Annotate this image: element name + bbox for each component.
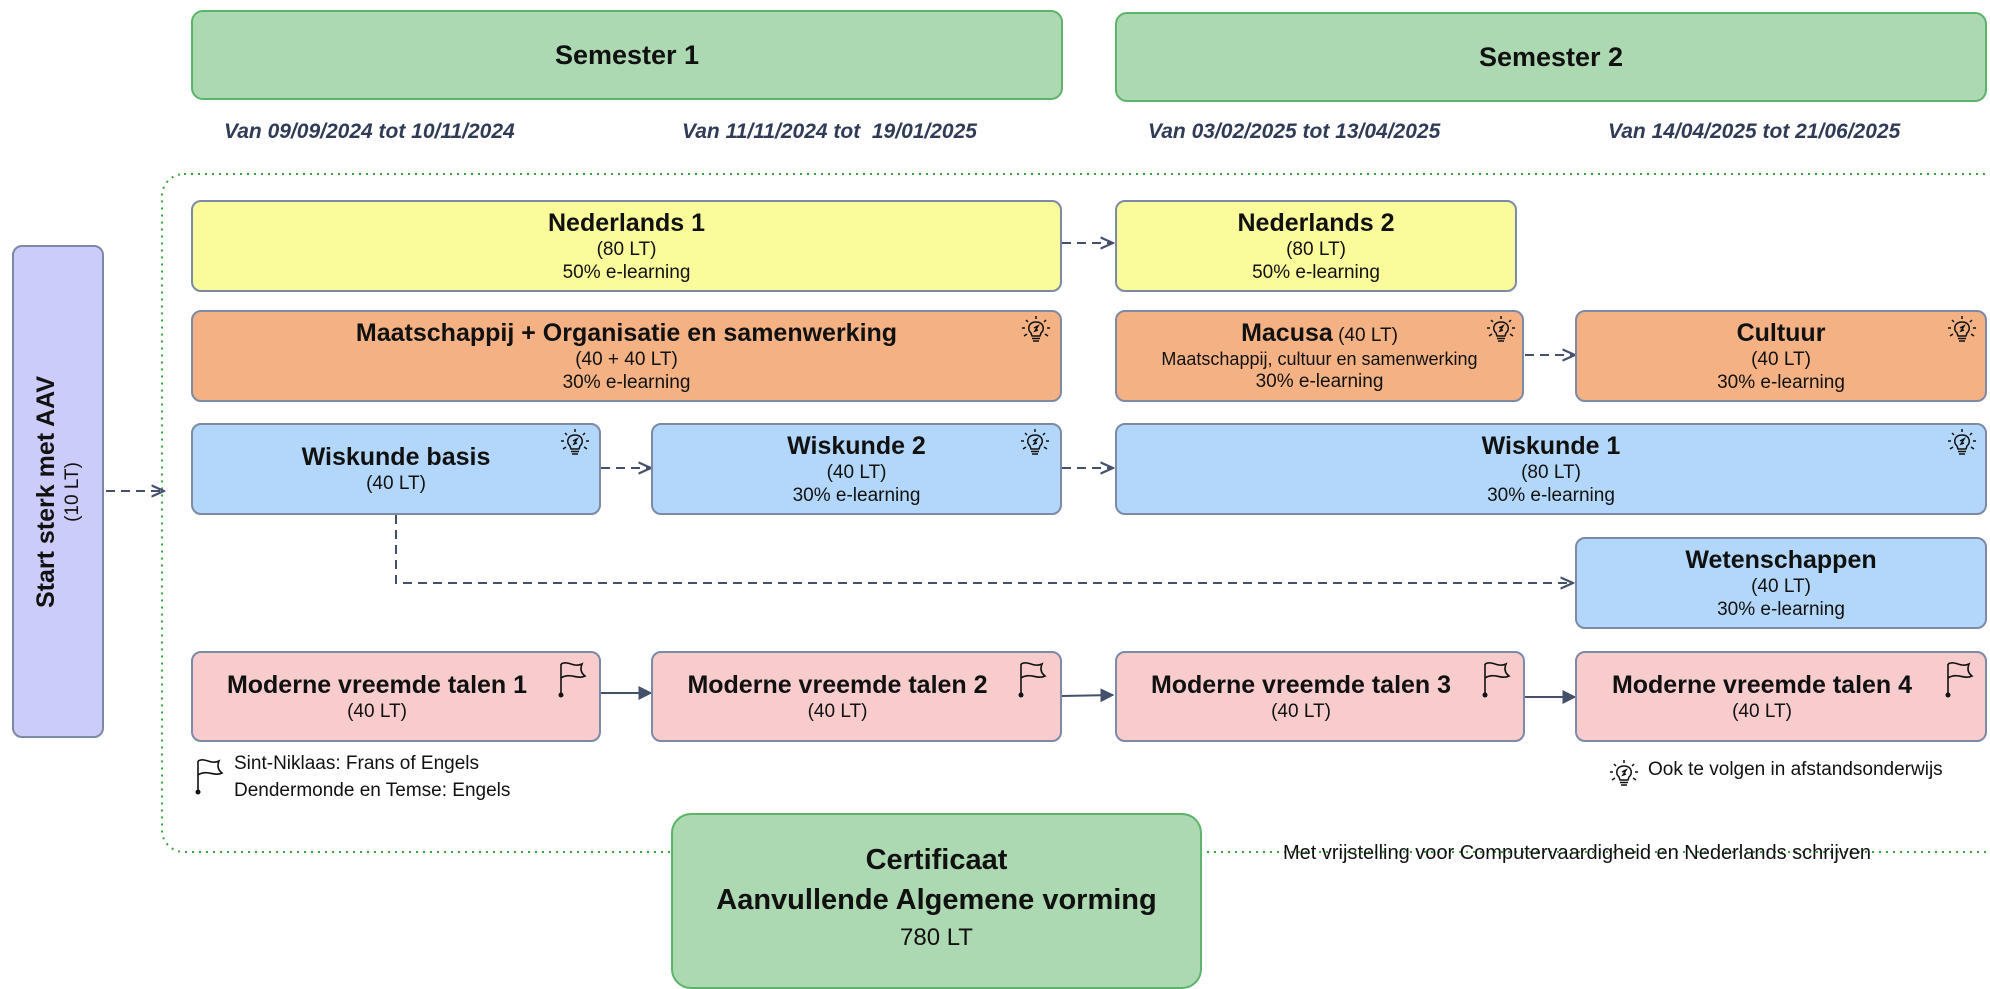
module-title: Wiskunde basis (301, 443, 491, 471)
legend-flag-line-1: Sint-Niklaas: Frans of Engels (234, 753, 479, 774)
module-title: Cultuur (1736, 318, 1826, 347)
semester-2-header: Semester 2 (1115, 12, 1987, 102)
module-wiskunde-2: Wiskunde 2 (40 LT) 30% e-learning (651, 423, 1062, 515)
program-frame (161, 173, 1990, 853)
legend-flag-line-2: Dendermonde en Temse: Engels (234, 780, 511, 801)
module-mvt-4: Moderne vreemde talen 4 (40 LT) (1575, 651, 1987, 742)
module-hours: (40 LT) (1332, 325, 1398, 346)
module-hours: (80 LT) (1521, 461, 1581, 483)
certificate-name: Aanvullende Algemene vorming (716, 884, 1157, 916)
module-mvt-1: Moderne vreemde talen 1 (40 LT) (191, 651, 601, 742)
module-title: Wetenschappen (1685, 545, 1877, 574)
legend-bulb-text: Ook te volgen in afstandsonderwijs (1648, 759, 1943, 780)
module-mvt-3: Moderne vreemde talen 3 (40 LT) (1115, 651, 1525, 742)
module-description: Maatschappij, cultuur en samenwerking (1161, 349, 1478, 369)
module-title: Moderne vreemde talen 2 (687, 670, 988, 699)
module-title: Wiskunde 1 (1481, 431, 1621, 460)
start-module-hours: (10 LT) (62, 461, 83, 522)
module-wiskunde-basis: Wiskunde basis (40 LT) (191, 423, 601, 515)
module-nederlands-2: Nederlands 2 (80 LT) 50% e-learning (1115, 200, 1517, 292)
module-hours: (40 LT) (807, 700, 868, 722)
flag-icon (1945, 662, 1974, 698)
module-elearning: 30% e-learning (1717, 598, 1845, 620)
lightbulb-icon (1948, 429, 1976, 455)
flag-icon (1018, 662, 1047, 698)
lightbulb-icon (561, 429, 589, 455)
semester-1-label: Semester 1 (554, 39, 700, 70)
module-maatschappij-organisatie: Maatschappij + Organisatie en samenwerki… (191, 310, 1062, 402)
semester-2-label: Semester 2 (1478, 41, 1624, 72)
semester-1-header: Semester 1 (191, 10, 1063, 100)
period-2-dates: Van 11/11/2024 tot 19/01/2025 (682, 120, 977, 143)
legend-flag-text: Sint-Niklaas: Frans of Engels Dendermond… (234, 750, 510, 804)
module-title: Nederlands 2 (1237, 208, 1395, 237)
module-cultuur: Cultuur (40 LT) 30% e-learning (1575, 310, 1987, 402)
module-wiskunde-1: Wiskunde 1 (80 LT) 30% e-learning (1115, 423, 1987, 515)
module-title: Moderne vreemde talen 4 (1611, 670, 1913, 699)
connector-wisb-wet (395, 515, 1573, 583)
module-hours: (80 LT) (596, 238, 657, 260)
lightbulb-icon (1021, 429, 1049, 455)
module-elearning: 50% e-learning (562, 261, 691, 283)
flag-icon (558, 662, 587, 698)
module-hours: (40 LT) (347, 700, 407, 722)
module-elearning: 30% e-learning (1717, 371, 1845, 393)
module-title: Moderne vreemde talen 3 (1150, 670, 1452, 699)
module-elearning: 50% e-learning (1252, 261, 1380, 283)
lightbulb-icon (1487, 316, 1515, 342)
period-4-dates: Van 14/04/2025 tot 21/06/2025 (1608, 120, 1901, 143)
start-module-title: Start sterk met AAV (32, 375, 60, 608)
lightbulb-icon (1948, 316, 1976, 342)
flag-icon (1482, 662, 1511, 698)
module-hours: (40 LT) (366, 473, 426, 494)
module-hours: (40 LT) (1751, 348, 1811, 370)
lightbulb-icon (1022, 316, 1050, 342)
module-elearning: 30% e-learning (562, 371, 691, 393)
module-title: Moderne vreemde talen 1 (226, 670, 528, 699)
connector-mvt2-mvt3 (1061, 688, 1115, 703)
module-hours: (40 LT) (1271, 700, 1331, 722)
module-title: Maatschappij + Organisatie en samenwerki… (355, 318, 898, 347)
legend-flag-icon (195, 759, 224, 795)
certificate-title: Certificaat (865, 844, 1008, 876)
certificate-box: Certificaat Aanvullende Algemene vorming… (671, 813, 1202, 989)
exemption-note: Met vrijstelling voor Computervaardighei… (1283, 842, 1872, 864)
module-wetenschappen: Wetenschappen (40 LT) 30% e-learning (1575, 537, 1987, 629)
module-hours: (40 LT) (826, 461, 887, 483)
module-hours: (40 LT) (1732, 700, 1792, 722)
start-module: Start sterk met AAV (10 LT) (12, 245, 104, 738)
module-title: Wiskunde 2 (787, 431, 926, 460)
legend-lightbulb-icon (1610, 760, 1638, 786)
module-title: Macusa (1241, 319, 1333, 347)
module-nederlands-1: Nederlands 1 (80 LT) 50% e-learning (191, 200, 1062, 292)
module-elearning: 30% e-learning (1487, 484, 1615, 506)
period-1-dates: Van 09/09/2024 tot 10/11/2024 (224, 120, 515, 143)
module-macusa: Macusa (40 LT) Maatschappij, cultuur en … (1115, 310, 1524, 402)
module-title: Nederlands 1 (547, 208, 705, 237)
module-hours: (80 LT) (1286, 238, 1346, 260)
module-hours: (40 + 40 LT) (575, 348, 678, 370)
period-3-dates: Van 03/02/2025 tot 13/04/2025 (1148, 120, 1441, 143)
certificate-hours: 780 LT (900, 924, 973, 951)
module-elearning: 30% e-learning (1255, 371, 1384, 392)
module-hours: (40 LT) (1751, 575, 1811, 597)
module-elearning: 30% e-learning (792, 484, 921, 506)
module-mvt-2: Moderne vreemde talen 2 (40 LT) (651, 651, 1062, 742)
